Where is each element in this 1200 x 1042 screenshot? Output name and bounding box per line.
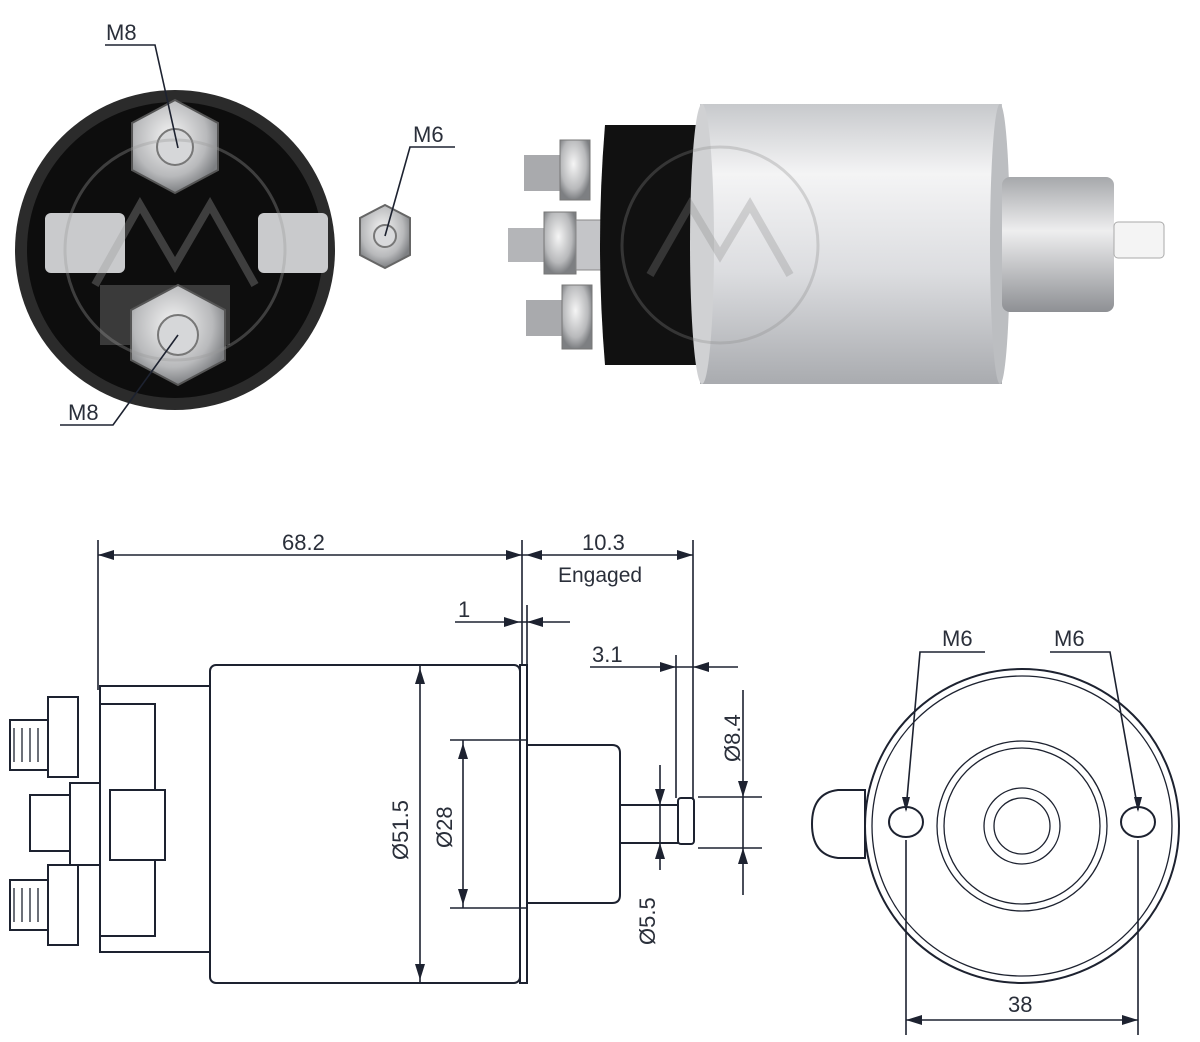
dim-label-plunger-dia: Ø28 — [432, 806, 457, 848]
end-outer-ring — [871, 675, 1173, 977]
drawing-plunger — [526, 744, 621, 904]
dim-label-shaft-dia: Ø5.5 — [635, 897, 660, 945]
drawing-side-view: 68.2 10.3 Engaged 1 3.1 Ø51.5 Ø28 — [9, 530, 762, 984]
stud-top — [524, 139, 591, 201]
label-bottom-m8: M8 — [68, 400, 99, 425]
end-hub-outer — [983, 787, 1061, 865]
end-side-terminal — [810, 789, 866, 859]
dim-label-body-dia: Ø51.5 — [388, 800, 413, 860]
drawing-shaft-tip — [677, 797, 695, 845]
dim-label-flange: 1 — [458, 597, 470, 622]
leader-side-m6 — [384, 146, 455, 237]
side-plunger-tip — [1113, 221, 1165, 259]
drawing-end-view: M6 M6 38 — [810, 626, 1180, 1035]
stud-middle — [508, 211, 617, 275]
photo-front-view: M8 M6 M8 — [15, 20, 455, 426]
dim-label-engaged: Engaged — [558, 564, 642, 587]
side-black-cap — [600, 125, 715, 365]
dim-label-tip-length: 3.1 — [592, 642, 623, 667]
leader-left-m6 — [905, 651, 985, 811]
terminal-side-m6 — [359, 203, 411, 270]
end-hub-inner — [993, 797, 1051, 855]
watermark-logo — [63, 138, 287, 362]
stud-bottom — [526, 284, 593, 350]
photo-side-view — [508, 104, 1165, 384]
leader-right-m6 — [1050, 651, 1139, 811]
dim-label-stroke: 10.3 — [582, 530, 625, 555]
dim-label-tip-dia: Ø8.4 — [720, 714, 745, 762]
end-plunger-ring-inner — [943, 747, 1101, 905]
bracket-plate-right — [258, 213, 328, 273]
drawing-body — [209, 664, 521, 984]
terminal-top-m8 — [131, 98, 219, 195]
dim-label-body-length: 68.2 — [282, 530, 325, 555]
leader-bottom-m8 — [60, 334, 179, 426]
label-side-m6: M6 — [413, 122, 444, 147]
drawing-cap-hub — [109, 789, 166, 861]
watermark-logo-side — [620, 145, 820, 345]
bracket-plate-left — [45, 213, 125, 273]
side-main-body — [690, 104, 1010, 384]
label-top-m8: M8 — [106, 20, 137, 45]
end-outer-circle — [864, 668, 1180, 984]
drawing-flange — [519, 664, 528, 984]
dim-label-width: 38 — [1008, 992, 1032, 1017]
label-left-m6: M6 — [942, 626, 973, 651]
drawing-terminals — [9, 696, 101, 946]
label-right-m6: M6 — [1054, 626, 1085, 651]
leader-top-m8 — [105, 44, 179, 149]
drawing-shaft — [619, 804, 681, 844]
side-plunger — [1002, 177, 1114, 312]
end-plunger-ring — [936, 740, 1108, 912]
